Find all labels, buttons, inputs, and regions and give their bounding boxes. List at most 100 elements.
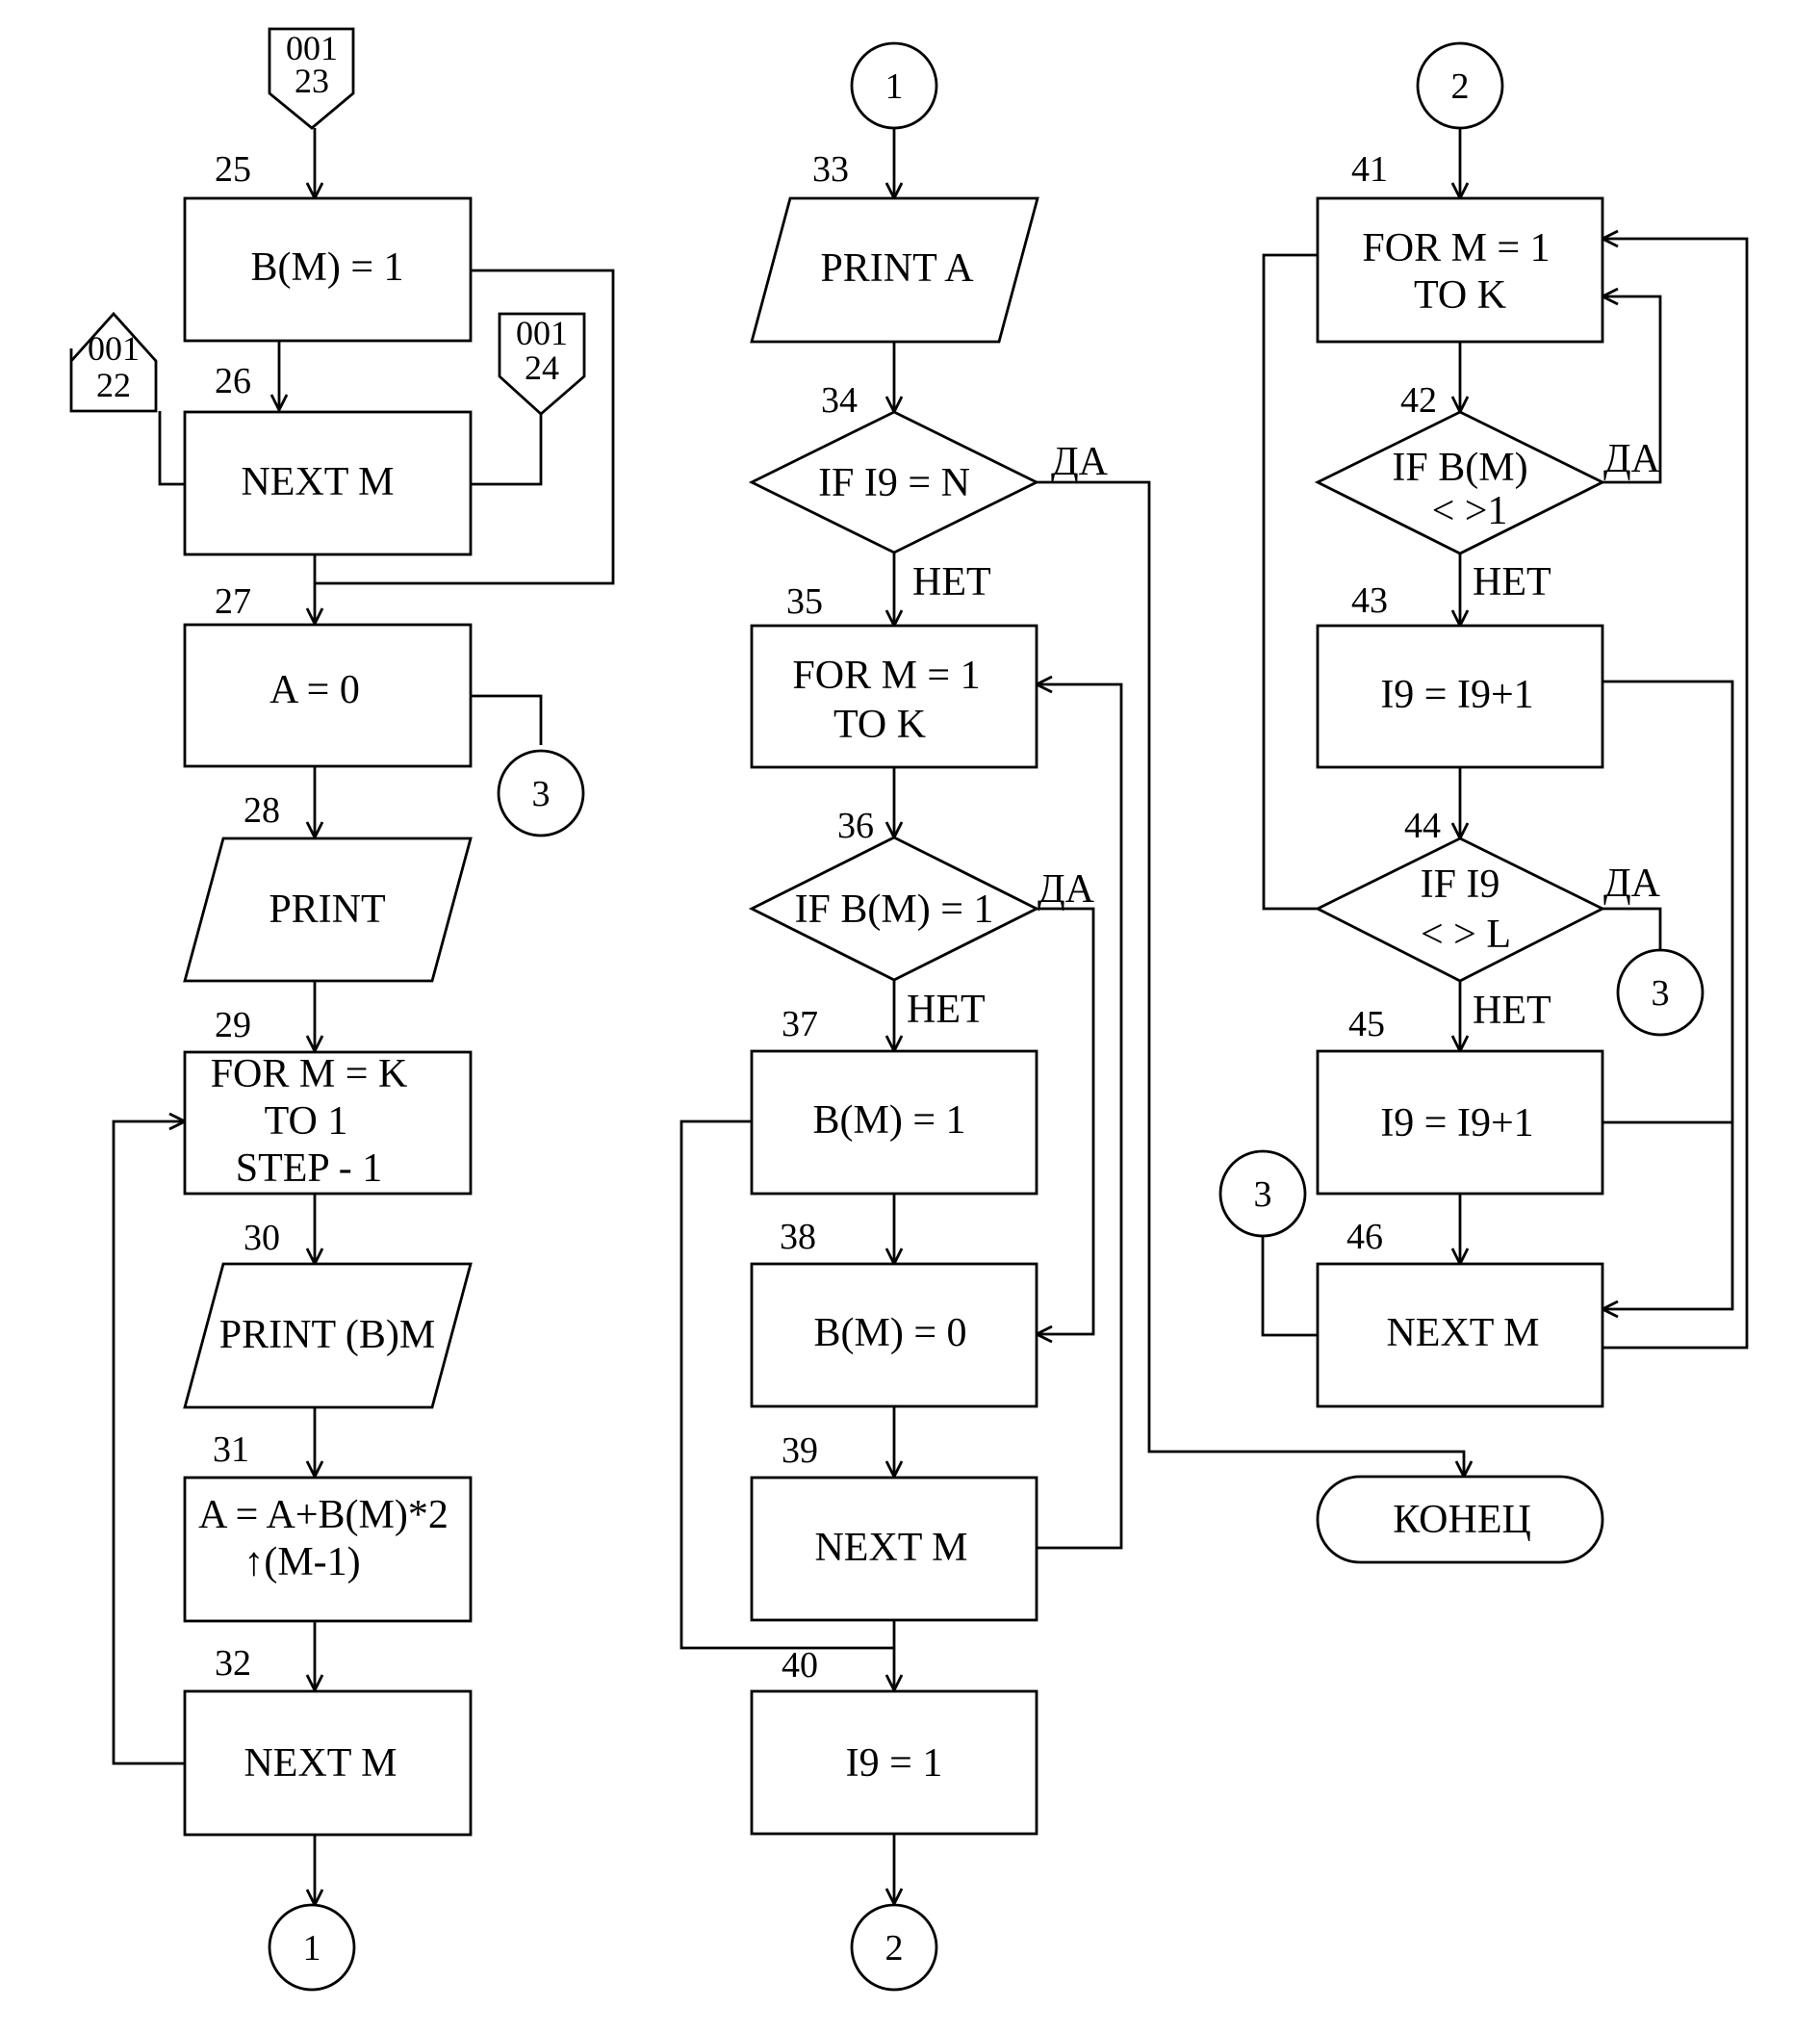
block-text-42-line2: < >1 [1432,489,1508,533]
block-text-44-line2: < > L [1421,913,1511,957]
block-text-26: NEXT M [241,460,394,504]
block-text-38: B(M) = 0 [813,1311,966,1355]
block-number-39: 39 [782,1430,818,1471]
connector-circle-1-in: 1 [850,41,938,130]
process-block-39: NEXT M [750,1476,1038,1622]
terminator-end-text: КОНЕЦ [1393,1498,1531,1542]
block-text-45: I9 = I9+1 [1380,1101,1533,1145]
loop-block-41: FOR M = 1 TO K [1316,196,1604,344]
block-text-46: NEXT M [1386,1311,1539,1355]
block-number-33: 33 [812,149,849,190]
block-number-30: 30 [244,1218,280,1258]
block-text-29-line2: TO 1 [265,1099,348,1144]
connector-circle-3-c: 3 [1218,1149,1307,1238]
block-number-42: 42 [1400,380,1437,421]
connector-label-2-out: 2 [885,1928,904,1969]
block-text-29-line1: FOR M = K [211,1052,408,1096]
block-number-29: 29 [215,1005,251,1045]
block-text-30: PRINT (B)M [219,1313,435,1357]
connector-label-3-c: 3 [1254,1174,1272,1215]
block-number-36: 36 [837,806,874,846]
offpage-page-22: 001 [88,329,140,368]
decision-block-34: IF I9 = N [748,410,1040,554]
loop-block-35: FOR M = 1 TO K [750,624,1038,769]
block-number-37: 37 [782,1004,818,1044]
block-number-25: 25 [215,149,251,190]
block-text-41-line1: FOR M = 1 [1362,226,1550,270]
block-text-35-line2: TO K [833,703,926,747]
connector-label-2-in: 2 [1451,66,1470,107]
block-text-39: NEXT M [814,1526,967,1570]
block-text-27: A = 0 [269,668,360,712]
offpage-connector-23: 001 23 [268,27,355,130]
block-text-29-line3: STEP - 1 [236,1146,382,1191]
block-text-34: IF I9 = N [818,461,970,505]
block-text-42-line1: IF B(M) [1392,446,1527,490]
offpage-page-24: 001 [516,314,568,352]
branch-label-34-yes: ДА [1051,440,1109,484]
terminator-end: КОНЕЦ [1316,1475,1604,1564]
connector-circle-2-out: 2 [850,1903,938,1992]
connector-circle-2-in: 2 [1416,41,1504,130]
block-text-43: I9 = I9+1 [1380,673,1533,717]
block-number-38: 38 [780,1217,816,1257]
connector-circle-1-out: 1 [268,1903,356,1992]
process-block-40: I9 = 1 [750,1689,1038,1836]
connector-label-1-in: 1 [885,66,904,107]
branch-label-34-no: НЕТ [912,560,991,605]
offpage-connector-22: 001 22 [69,311,158,413]
block-text-44-line1: IF I9 [1421,862,1500,907]
block-number-34: 34 [821,380,858,421]
block-number-26: 26 [215,361,251,401]
block-text-31-line2: ↑(M-1) [244,1540,360,1584]
block-number-28: 28 [244,790,280,831]
offpage-connector-24: 001 24 [498,312,586,416]
connector-circle-3-b: 3 [1616,948,1705,1037]
block-number-40: 40 [782,1645,818,1686]
block-number-31: 31 [213,1429,249,1470]
offpage-block-24: 24 [525,348,559,387]
process-block-26: NEXT M [183,410,473,556]
block-text-41-line2: TO K [1414,273,1506,318]
branch-label-42-no: НЕТ [1473,560,1551,605]
block-text-36: IF B(M) = 1 [795,888,994,932]
connector-label-1-out: 1 [303,1928,321,1969]
branch-label-42-yes: ДА [1603,437,1661,481]
connector-label-3-b: 3 [1652,973,1670,1014]
process-block-27: A = 0 [183,623,473,768]
block-number-32: 32 [215,1643,251,1684]
block-number-45: 45 [1348,1004,1385,1044]
block-text-37: B(M) = 1 [812,1098,965,1143]
block-number-35: 35 [786,581,823,622]
flow-lines [112,128,1749,1905]
connector-label-3-a: 3 [532,774,551,814]
offpage-page-23: 001 [286,29,338,67]
process-block-46: NEXT M [1316,1262,1604,1408]
block-text-33: PRINT A [820,246,974,291]
decision-block-36: IF B(M) = 1 [748,836,1040,982]
branch-label-36-no: НЕТ [907,988,986,1032]
connector-circle-3-a: 3 [497,749,585,837]
io-block-28: PRINT [183,836,473,983]
block-text-31-line1: A = A+B(M)*2 [198,1493,449,1537]
io-block-33: PRINT A [750,196,1039,344]
decision-block-42: IF B(M) < >1 [1314,410,1606,555]
process-block-43: I9 = I9+1 [1316,624,1604,769]
process-block-38: B(M) = 0 [750,1262,1038,1408]
block-number-41: 41 [1351,149,1388,190]
branch-label-36-yes: ДА [1038,867,1095,912]
block-number-46: 46 [1346,1217,1383,1257]
process-block-31: A = A+B(M)*2 ↑(M-1) [183,1476,473,1623]
offpage-block-22: 22 [96,366,131,404]
decision-block-44: IF I9 < > L [1314,836,1606,983]
branch-label-44-yes: ДА [1603,862,1661,906]
block-number-44: 44 [1404,806,1441,846]
block-text-32: NEXT M [244,1741,397,1786]
process-block-45: I9 = I9+1 [1316,1049,1604,1196]
branch-label-44-no: НЕТ [1473,989,1551,1033]
block-number-43: 43 [1351,580,1388,621]
block-text-35-line1: FOR M = 1 [792,654,980,698]
io-block-30: PRINT (B)M [183,1262,473,1409]
process-block-25: B(M) = 1 [183,196,473,343]
